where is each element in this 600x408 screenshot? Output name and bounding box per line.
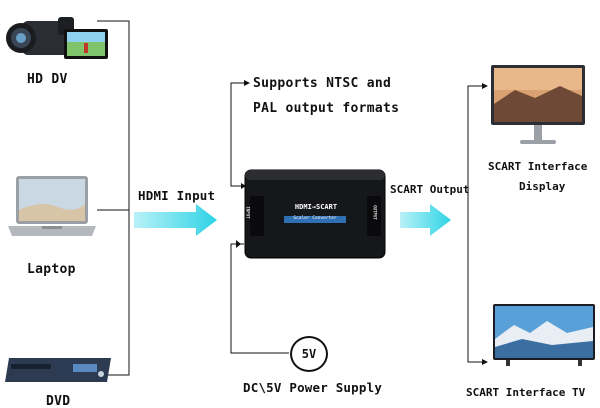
converter-port-output: OUTPUT <box>372 205 378 220</box>
tv-icon <box>492 303 596 373</box>
source-label-dvd: DVD <box>46 394 71 408</box>
scart-output-label: SCART Output <box>390 183 470 196</box>
hdmi-scart-converter <box>244 166 388 266</box>
monitor-icon <box>490 64 586 158</box>
input-arrowhead <box>241 183 246 189</box>
power-supply-label: DC\5V Power Supply <box>243 380 383 395</box>
note-connector <box>230 82 244 187</box>
hdmi-input-arrow <box>134 204 217 236</box>
source-label-hd-dv: HD DV <box>27 72 68 87</box>
power-arrowhead <box>236 240 241 248</box>
output-bracket <box>467 85 482 363</box>
source-bracket <box>97 20 130 376</box>
dvd-player-icon <box>3 354 115 392</box>
display-arrowhead <box>482 83 488 89</box>
tv-label: SCART Interface TV <box>466 386 586 399</box>
hdmi-input-label: HDMI Input <box>138 188 216 203</box>
power-badge: 5V <box>290 336 328 372</box>
note-arrowhead <box>244 80 250 86</box>
tv-arrowhead <box>482 359 488 365</box>
converter-subtitle: Scaler Converter <box>293 216 337 221</box>
display-label-line-1: SCART Interface <box>488 160 588 173</box>
camcorder-icon <box>2 5 112 67</box>
converter-title: HDMI→SCART <box>294 203 338 211</box>
format-note-line-1: Supports NTSC and <box>253 76 392 91</box>
format-note-line-2: PAL output formats <box>253 101 400 116</box>
scart-output-arrow <box>400 204 451 236</box>
converter-port-input: INPUT <box>245 206 251 219</box>
display-label-line-2: Display <box>519 180 566 193</box>
source-label-laptop: Laptop <box>27 262 76 277</box>
laptop-icon <box>6 174 100 248</box>
